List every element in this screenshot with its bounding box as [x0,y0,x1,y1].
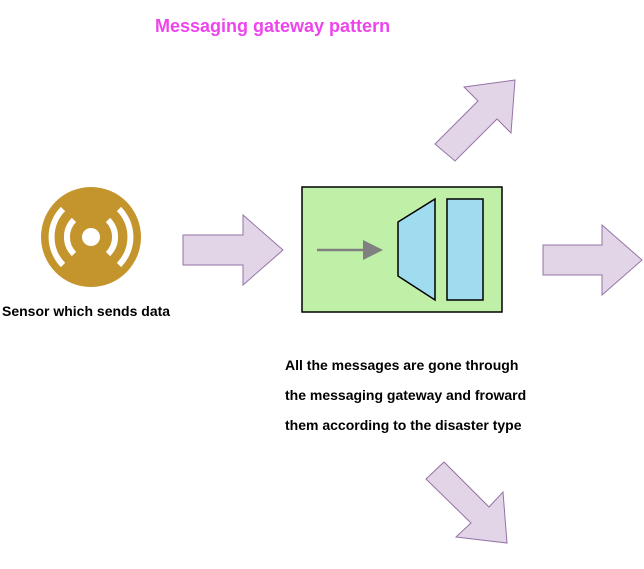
description-line: them according to the disaster type [285,417,522,433]
messaging-gateway [301,186,503,313]
description-line: the messaging gateway and froward [285,387,527,403]
inner-arrow-head [363,240,383,260]
diagram-title: Messaging gateway pattern [155,16,391,36]
output-arrow-up-right [434,79,516,162]
sensor-label: Sensor which sends data [2,303,171,319]
input-arrow [182,213,284,287]
gateway-description: All the messages are gone through the me… [285,355,526,445]
sensor-broadcast-icon [41,187,141,287]
description-line: All the messages are gone through [285,357,519,373]
gateway-funnel-shape [397,197,436,302]
gateway-queue-shape [446,198,484,301]
output-arrow-right [542,223,643,297]
output-arrow-down-right [425,461,508,544]
